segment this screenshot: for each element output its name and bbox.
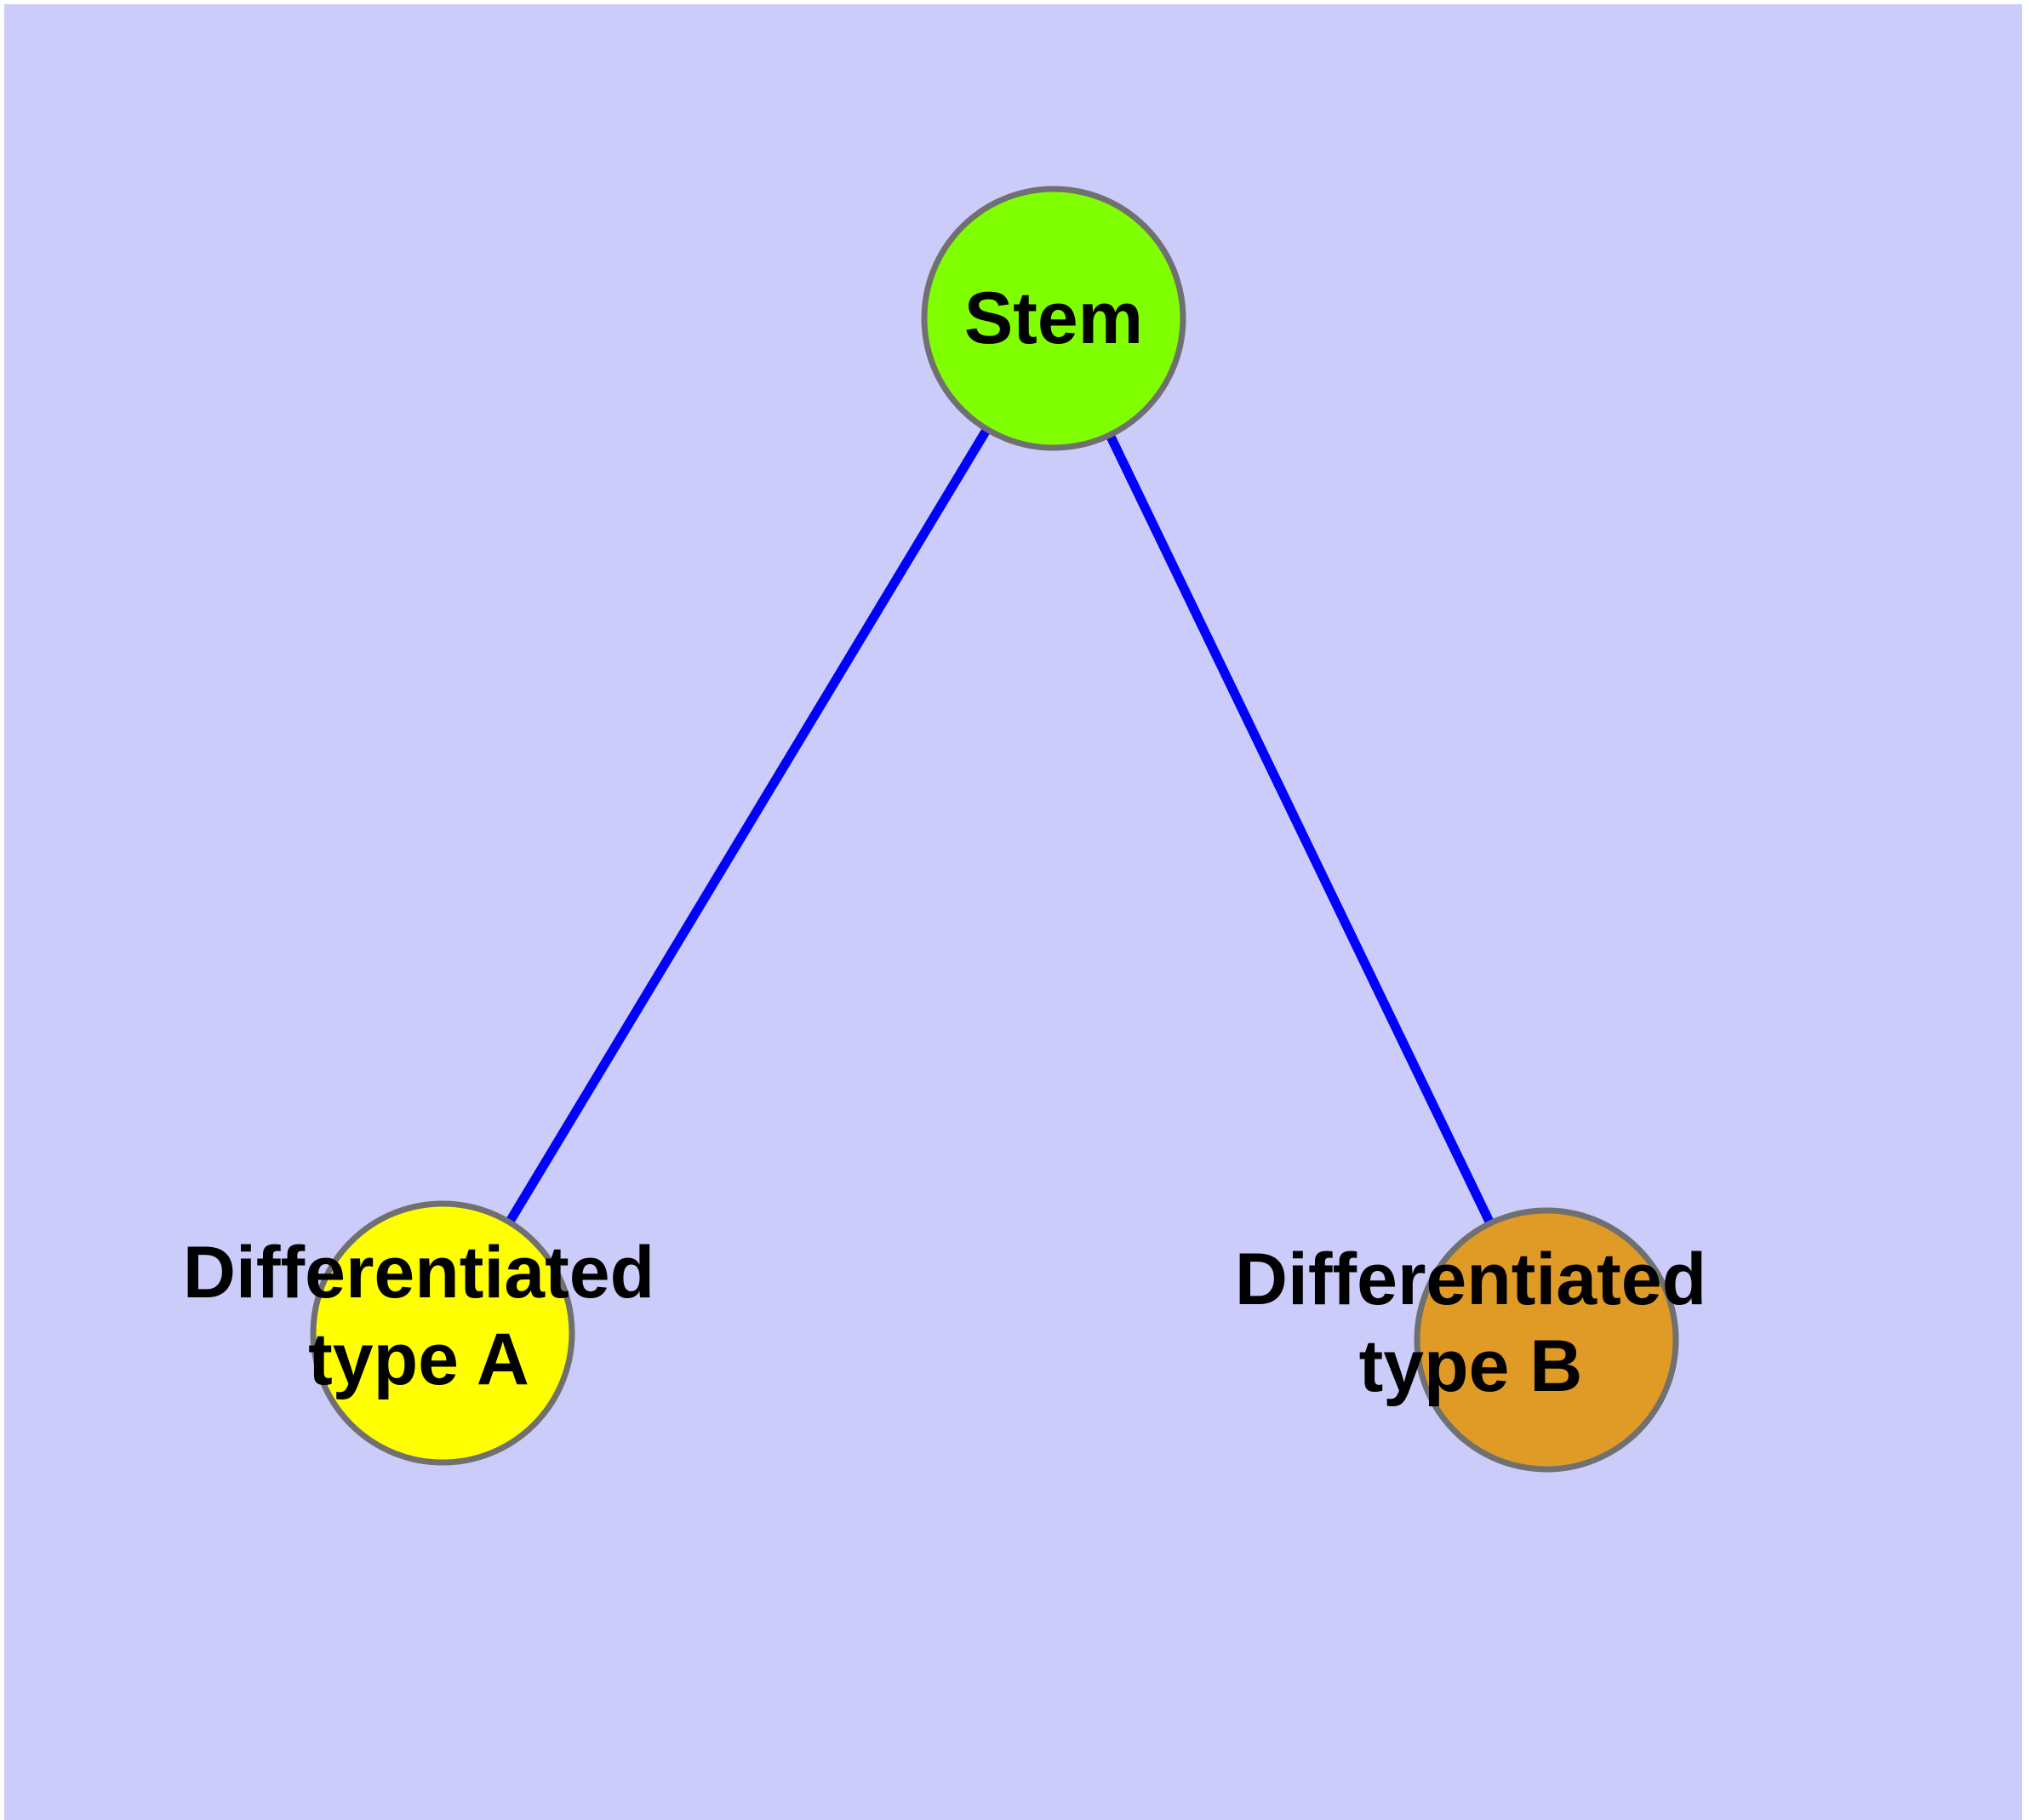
- node-stem-circle[interactable]: [921, 186, 1186, 451]
- edge-stem-to-differentiated-type-a[interactable]: [438, 316, 1058, 1336]
- node-differentiated-type-a-label-line2: type A: [308, 1319, 529, 1400]
- label-layer: Stem Differentiated type A Differentiate…: [183, 278, 1706, 1407]
- edge-stem-to-differentiated-type-b[interactable]: [1049, 316, 1551, 1342]
- node-stem-label: Stem: [964, 278, 1143, 359]
- node-differentiated-type-b-label-line2: type B: [1359, 1325, 1583, 1407]
- node-differentiated-type-a-circle[interactable]: [310, 1200, 575, 1466]
- node-differentiated-type-b-label-line1: Differentiated: [1235, 1239, 1706, 1320]
- edge-layer: [438, 316, 1551, 1342]
- node-differentiated-type-a-label-line1: Differentiated: [183, 1232, 654, 1313]
- node-stem[interactable]: [921, 186, 1186, 451]
- node-differentiated-type-a[interactable]: [310, 1200, 575, 1466]
- node-differentiated-type-b-circle[interactable]: [1414, 1207, 1679, 1473]
- node-differentiated-type-b[interactable]: [1414, 1207, 1679, 1473]
- node-layer: [310, 186, 1679, 1473]
